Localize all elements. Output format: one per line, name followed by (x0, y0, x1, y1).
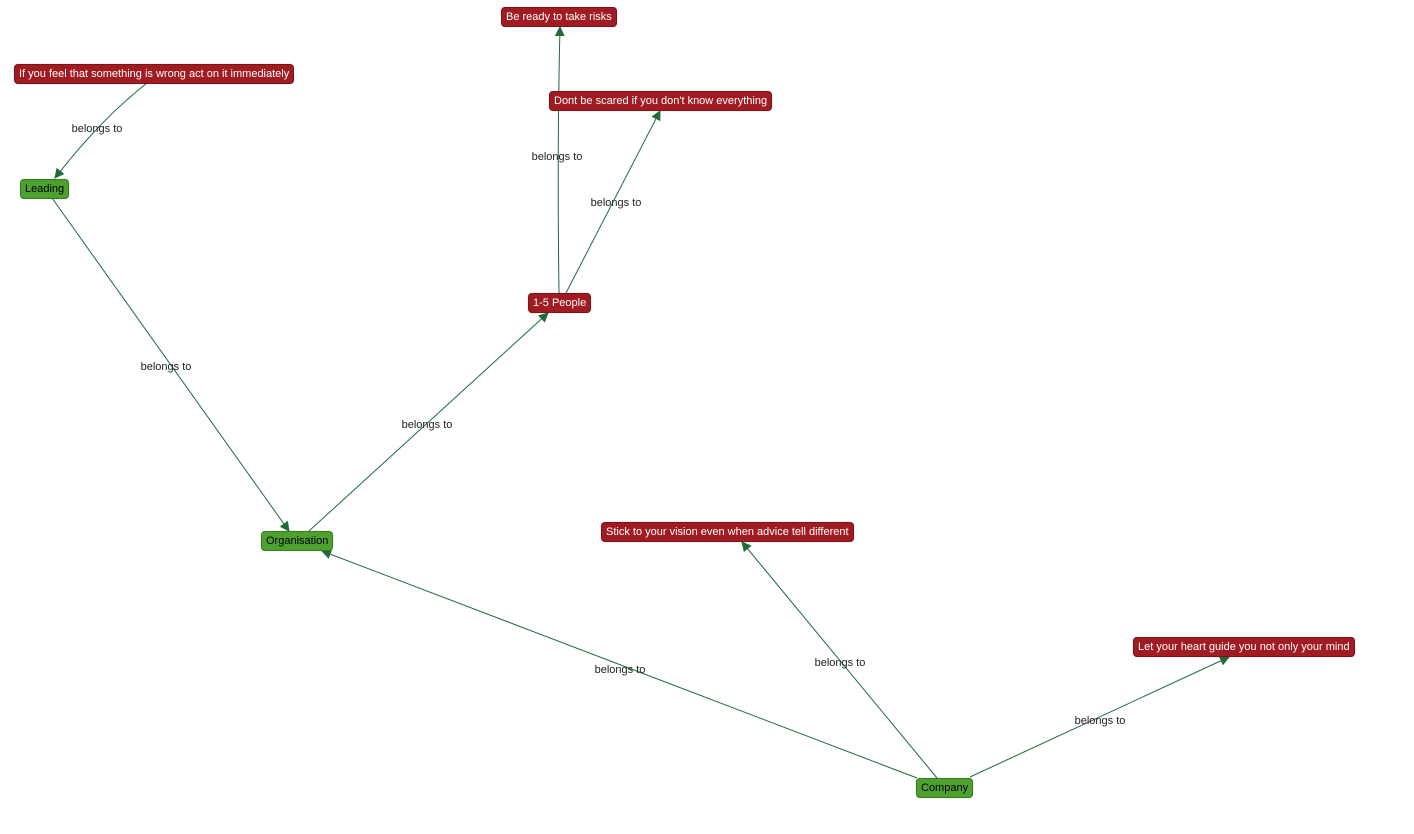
edge-label: belongs to (595, 664, 646, 676)
node-feel-wrong-act-immediately[interactable]: If you feel that something is wrong act … (14, 64, 295, 84)
edge-organisation-to-one-to-five-people (308, 312, 549, 532)
node-company[interactable]: Company (916, 778, 974, 798)
edge-label: belongs to (402, 419, 453, 431)
edge-company-to-stick-to-vision (741, 541, 938, 779)
node-organisation[interactable]: Organisation (261, 531, 334, 551)
edge-one-to-five-people-to-dont-be-scared (565, 110, 661, 294)
edge-leading-to-organisation (51, 197, 290, 532)
edge-label: belongs to (815, 657, 866, 669)
node-one-to-five-people[interactable]: 1-5 People (528, 293, 592, 313)
edge-company-to-organisation (321, 549, 918, 779)
node-let-your-heart-guide[interactable]: Let your heart guide you not only your m… (1133, 637, 1355, 657)
node-dont-be-scared[interactable]: Dont be scared if you don't know everyth… (549, 91, 773, 111)
edge-label: belongs to (532, 151, 583, 163)
edge-label: belongs to (141, 361, 192, 373)
edge-company-to-heart-guide (969, 656, 1230, 778)
edge-one-to-five-people-to-be-ready (554, 26, 565, 294)
edge-label: belongs to (591, 197, 642, 209)
node-be-ready-to-take-risks[interactable]: Be ready to take risks (501, 7, 617, 27)
edge-label: belongs to (72, 123, 123, 135)
edge-feel-wrong-to-leading (54, 82, 148, 179)
node-leading[interactable]: Leading (20, 179, 70, 199)
edge-label: belongs to (1075, 715, 1126, 727)
node-stick-to-your-vision[interactable]: Stick to your vision even when advice te… (601, 522, 854, 542)
